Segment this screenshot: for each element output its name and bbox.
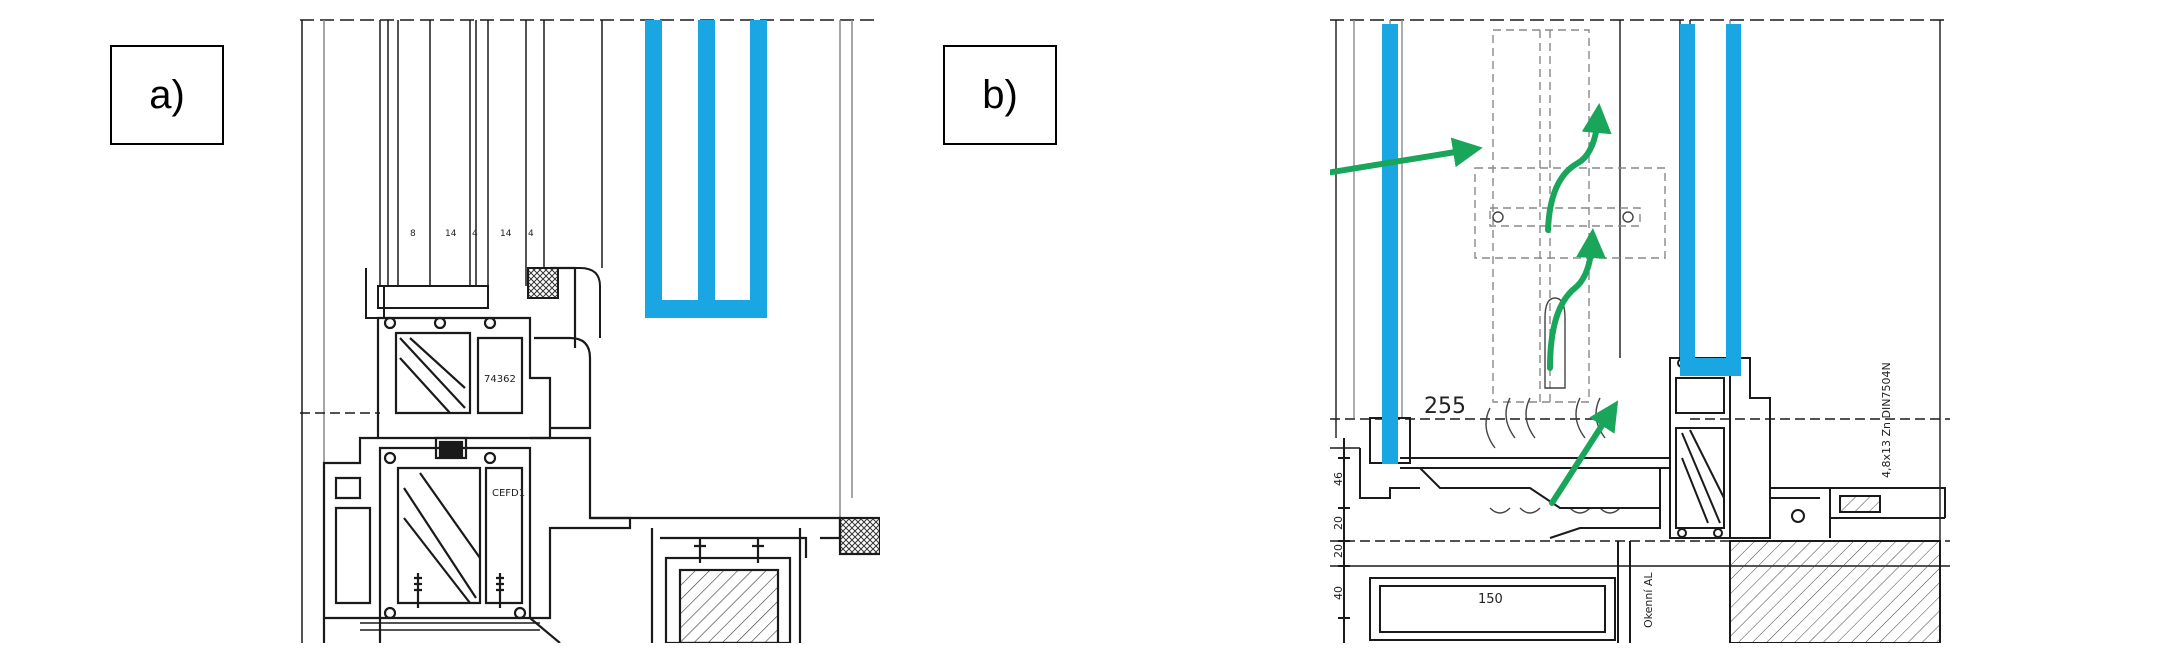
profile-code-bottom: CEFD1	[492, 488, 525, 499]
dimension-main: 255	[1424, 394, 1466, 419]
glass-spacing-4: 14	[500, 229, 512, 239]
drawing-a-sill-box	[590, 516, 880, 643]
airflow-arrow-middle	[1547, 228, 1607, 371]
drawing-a-glazing-profile	[365, 267, 601, 338]
drawing-a-frame-lines	[300, 19, 880, 643]
airflow-arrow-inlet	[1330, 137, 1483, 176]
drawing-b-hardware-details	[1485, 211, 1634, 514]
drawing-b-right-profile	[1669, 357, 1946, 539]
drawing-b-airflow-arrows	[1330, 103, 1619, 506]
dimension-left-1: 46	[1332, 472, 1345, 486]
drawing-a-highlighted-glazing	[645, 20, 767, 318]
airflow-arrow-lower	[1549, 400, 1619, 506]
panel-label-a: a)	[110, 45, 224, 145]
dimension-box: 150	[1478, 592, 1503, 607]
drawing-b-sill	[1338, 438, 1941, 643]
dimension-left-3: 20	[1332, 544, 1345, 558]
glass-spacing-2: 14	[445, 229, 457, 239]
airflow-arrow-upper	[1545, 103, 1612, 233]
panel-label-a-text: a)	[149, 72, 185, 117]
drawing-b-annotations: 255 150 46 20 20 40 Okenní AL 4,8x13 Zn …	[1332, 362, 1893, 628]
drawing-a-annotations: 8 14 4 14 4 74362 CEFD1	[410, 229, 534, 499]
vertical-note-1: Okenní AL	[1642, 572, 1655, 628]
dimension-left-4: 40	[1332, 586, 1345, 600]
window-section-drawing-a: 8 14 4 14 4 74362 CEFD1	[300, 19, 880, 643]
glass-spacing-1: 8	[410, 229, 416, 239]
window-section-drawing-b: 255 150 46 20 20 40 Okenní AL 4,8x13 Zn …	[1330, 19, 1950, 643]
drawing-b-left-profile	[1359, 417, 1671, 539]
glass-spacing-3: 4	[472, 229, 478, 239]
glass-spacing-5: 4	[528, 229, 534, 239]
drawing-b-highlighted-glazing	[1382, 24, 1741, 464]
dimension-left-2: 20	[1332, 516, 1345, 530]
vertical-note-2: 4,8x13 Zn DIN7504N	[1880, 362, 1893, 478]
panel-label-b: b)	[943, 45, 1057, 145]
panel-label-b-text: b)	[982, 72, 1018, 117]
drawing-a-window-profile	[322, 266, 632, 643]
profile-code-top: 74362	[484, 374, 516, 385]
